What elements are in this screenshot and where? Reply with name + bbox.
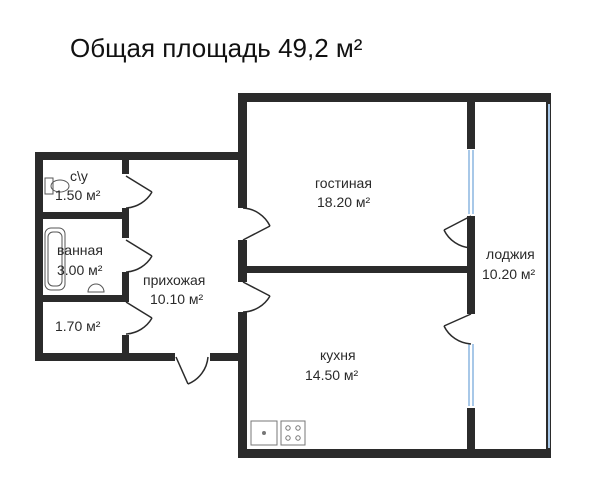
room-area: 18.20 м² xyxy=(317,194,371,210)
plan-title: Общая площадь 49,2 м² xyxy=(70,33,363,63)
room-label-bathroom-wc: с\у 1.50 м² xyxy=(55,168,101,203)
windows xyxy=(468,104,550,448)
stove-icon xyxy=(280,420,306,446)
room-name: с\у xyxy=(70,168,88,184)
room-area: 1.50 м² xyxy=(55,187,101,203)
room-area: 14.50 м² xyxy=(305,367,359,383)
room-name: гостиная xyxy=(315,175,372,191)
room-label-hallway: прихожая 10.10 м² xyxy=(143,272,205,307)
room-name: лоджия xyxy=(486,246,535,262)
sink-icon xyxy=(87,283,105,293)
room-label-kitchen: кухня 14.50 м² xyxy=(305,347,359,383)
room-name: прихожая xyxy=(143,272,205,288)
room-name: кухня xyxy=(320,347,356,363)
room-label-living: гостиная 18.20 м² xyxy=(315,175,372,210)
room-label-storage: 1.70 м² xyxy=(55,318,101,334)
toilet-icon xyxy=(44,177,70,195)
bathtub-icon xyxy=(44,227,66,291)
room-label-loggia: лоджия 10.20 м² xyxy=(482,246,536,282)
room-area: 3.00 м² xyxy=(57,262,103,278)
doors xyxy=(125,175,472,385)
kitchen-sink-icon xyxy=(250,420,278,446)
room-label-bathroom: ванная 3.00 м² xyxy=(57,242,103,278)
room-area: 1.70 м² xyxy=(55,318,101,334)
room-area: 10.20 м² xyxy=(482,266,536,282)
room-name: ванная xyxy=(57,242,103,258)
room-area: 10.10 м² xyxy=(150,291,204,307)
